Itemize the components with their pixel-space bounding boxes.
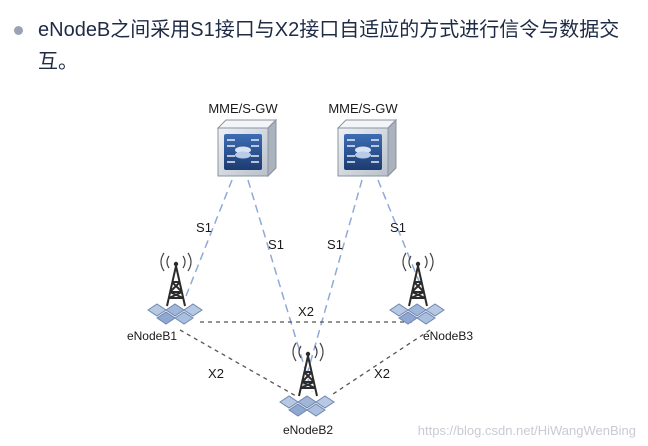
- s1-label-b: S1: [268, 237, 284, 252]
- watermark-text: https://blog.csdn.net/HiWangWenBing: [418, 423, 636, 438]
- s1-label-c: S1: [327, 237, 343, 252]
- s1-link-b: [248, 180, 312, 392]
- x2-label-left: X2: [208, 366, 224, 381]
- enodeb1-label: eNodeB1: [127, 329, 177, 343]
- s1-label-d: S1: [390, 220, 406, 235]
- s1-link-d: [378, 180, 425, 296]
- enodeb1-node: [148, 253, 202, 324]
- mme-sgw-node-2: [338, 120, 396, 176]
- x2-link-left: [180, 330, 296, 396]
- s1-link-a: [186, 180, 232, 296]
- x2-label-right: X2: [374, 366, 390, 381]
- x2-link-right: [330, 330, 430, 396]
- s1-label-a: S1: [196, 220, 212, 235]
- mme-sgw-node-1: [218, 120, 276, 176]
- mme-sgw-label-1: MME/S-GW: [208, 101, 278, 116]
- mme-sgw-label-2: MME/S-GW: [328, 101, 398, 116]
- enodeb2-label: eNodeB2: [283, 423, 333, 437]
- enodeb2-node: [280, 343, 334, 416]
- x2-label-top: X2: [298, 304, 314, 319]
- enodeb3-label: eNodeB3: [423, 329, 473, 343]
- enodeb3-node: [390, 253, 444, 324]
- s1-link-c: [302, 180, 362, 392]
